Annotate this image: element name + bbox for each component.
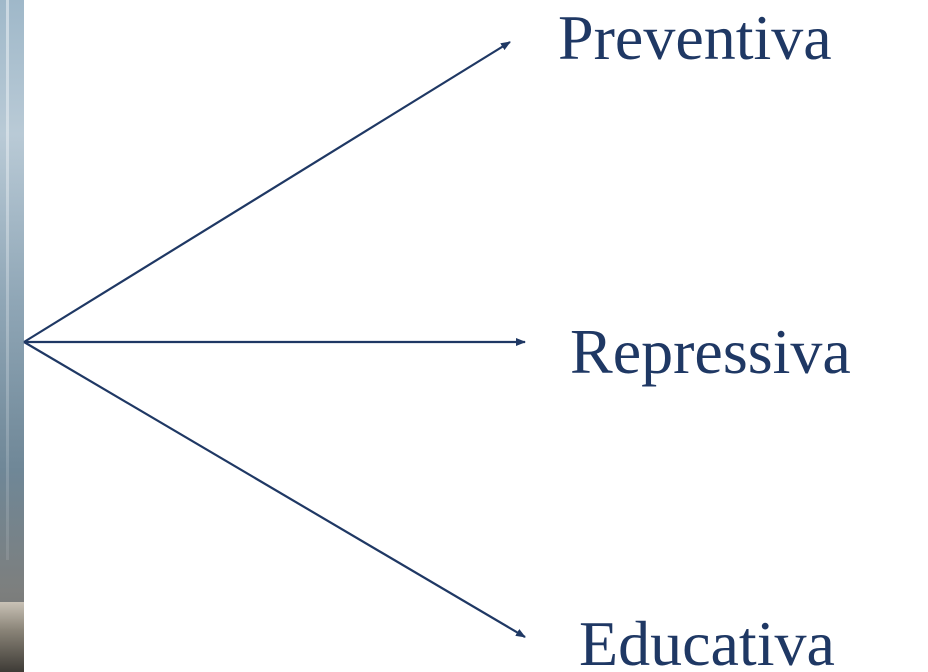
branch-label-repressiva: Repressiva xyxy=(570,316,851,387)
photo-ridge xyxy=(6,0,9,560)
branch-label-preventiva: Preventiva xyxy=(558,2,832,73)
branch-label-educativa: Educativa xyxy=(579,608,835,672)
arrow-educativa xyxy=(23,341,526,638)
background-photo-strip xyxy=(0,0,24,672)
arrow-preventiva xyxy=(23,41,511,343)
photo-base xyxy=(0,602,24,672)
